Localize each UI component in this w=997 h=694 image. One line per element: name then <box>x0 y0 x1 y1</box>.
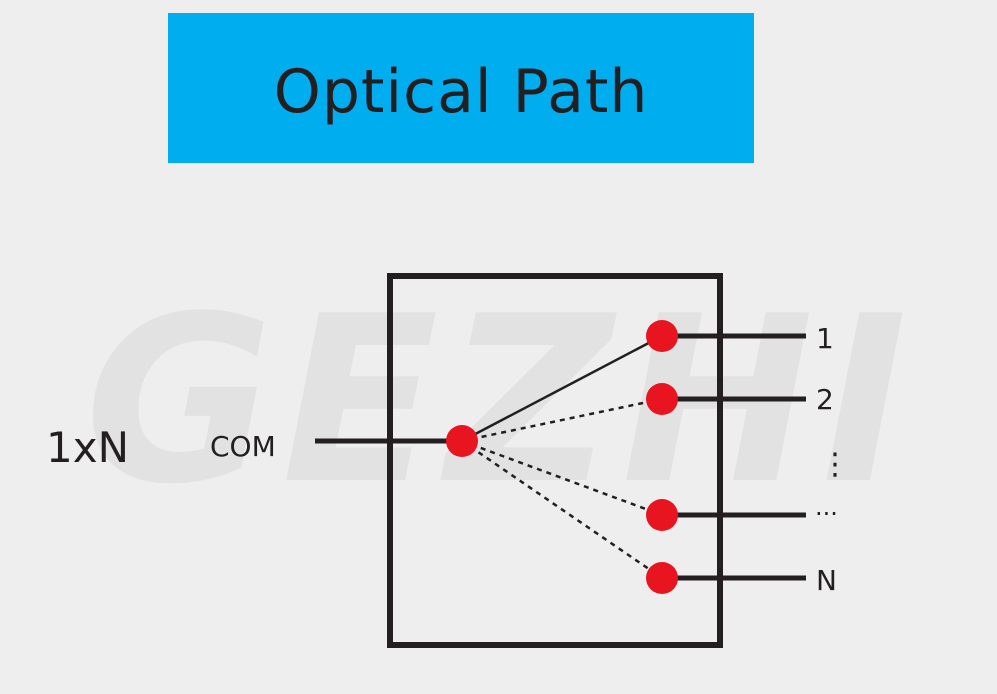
active-optical-path <box>461 334 663 443</box>
inactive-path-2 <box>461 397 663 443</box>
output-2-label: 2 <box>816 383 834 416</box>
page-title: Optical Path <box>273 57 649 127</box>
output-1-label: 1 <box>816 322 834 355</box>
output-1-port-dot <box>646 320 678 352</box>
switch-housing <box>387 273 723 648</box>
com-port-dot <box>446 425 478 457</box>
horizontal-ellipsis-label: ··· <box>815 500 838 528</box>
output-2-port-dot <box>646 383 678 415</box>
output-n-port-dot <box>646 562 678 594</box>
inactive-path-n <box>461 439 663 580</box>
output-ellipsis-port-dot <box>646 499 678 531</box>
com-port-label: COM <box>210 430 276 463</box>
config-label: 1xN <box>46 423 129 472</box>
vertical-ellipsis-label: ⋮ <box>820 447 850 482</box>
output-n-label: N <box>816 564 837 597</box>
title-banner: Optical Path <box>168 13 754 163</box>
inactive-path-ellipsis <box>461 439 663 517</box>
